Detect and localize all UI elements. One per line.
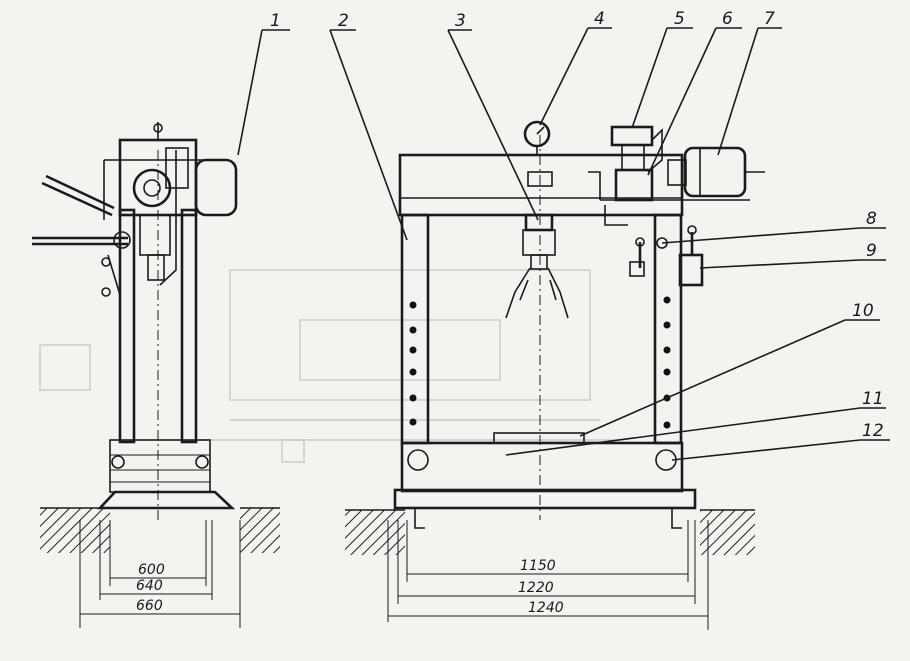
callout-2: 2 [338, 11, 349, 31]
dim-640: 640 [136, 578, 163, 594]
callout-8: 8 [866, 209, 877, 229]
callout-leaders [237, 27, 890, 461]
callout-6: 6 [722, 9, 733, 29]
callout-10: 10 [852, 301, 874, 321]
callout-3: 3 [455, 11, 466, 31]
foundation-hatch-right [240, 508, 280, 553]
dim-1240: 1240 [528, 600, 564, 616]
foundation-hatch-left [40, 508, 110, 553]
side-dimensions: 600 640 660 [79, 520, 241, 628]
front-dimensions: 1150 1220 1240 [387, 520, 709, 630]
callout-9: 9 [866, 241, 877, 261]
callout-numbers: 1 2 3 4 5 6 7 8 9 10 11 12 [270, 9, 884, 441]
foundation-hatch-front-left [345, 510, 405, 555]
foundation-hatch-front-right [700, 510, 755, 555]
dim-660: 660 [136, 598, 163, 614]
side-view [32, 122, 280, 553]
callout-5: 5 [674, 9, 685, 29]
callout-1: 1 [270, 11, 281, 31]
callout-11: 11 [862, 389, 884, 409]
dim-600: 600 [138, 562, 165, 578]
front-view [345, 120, 765, 555]
dim-1150: 1150 [520, 558, 556, 574]
callout-12: 12 [862, 421, 884, 441]
callout-7: 7 [764, 9, 775, 29]
dim-1220: 1220 [518, 580, 554, 596]
callout-4: 4 [594, 9, 605, 29]
